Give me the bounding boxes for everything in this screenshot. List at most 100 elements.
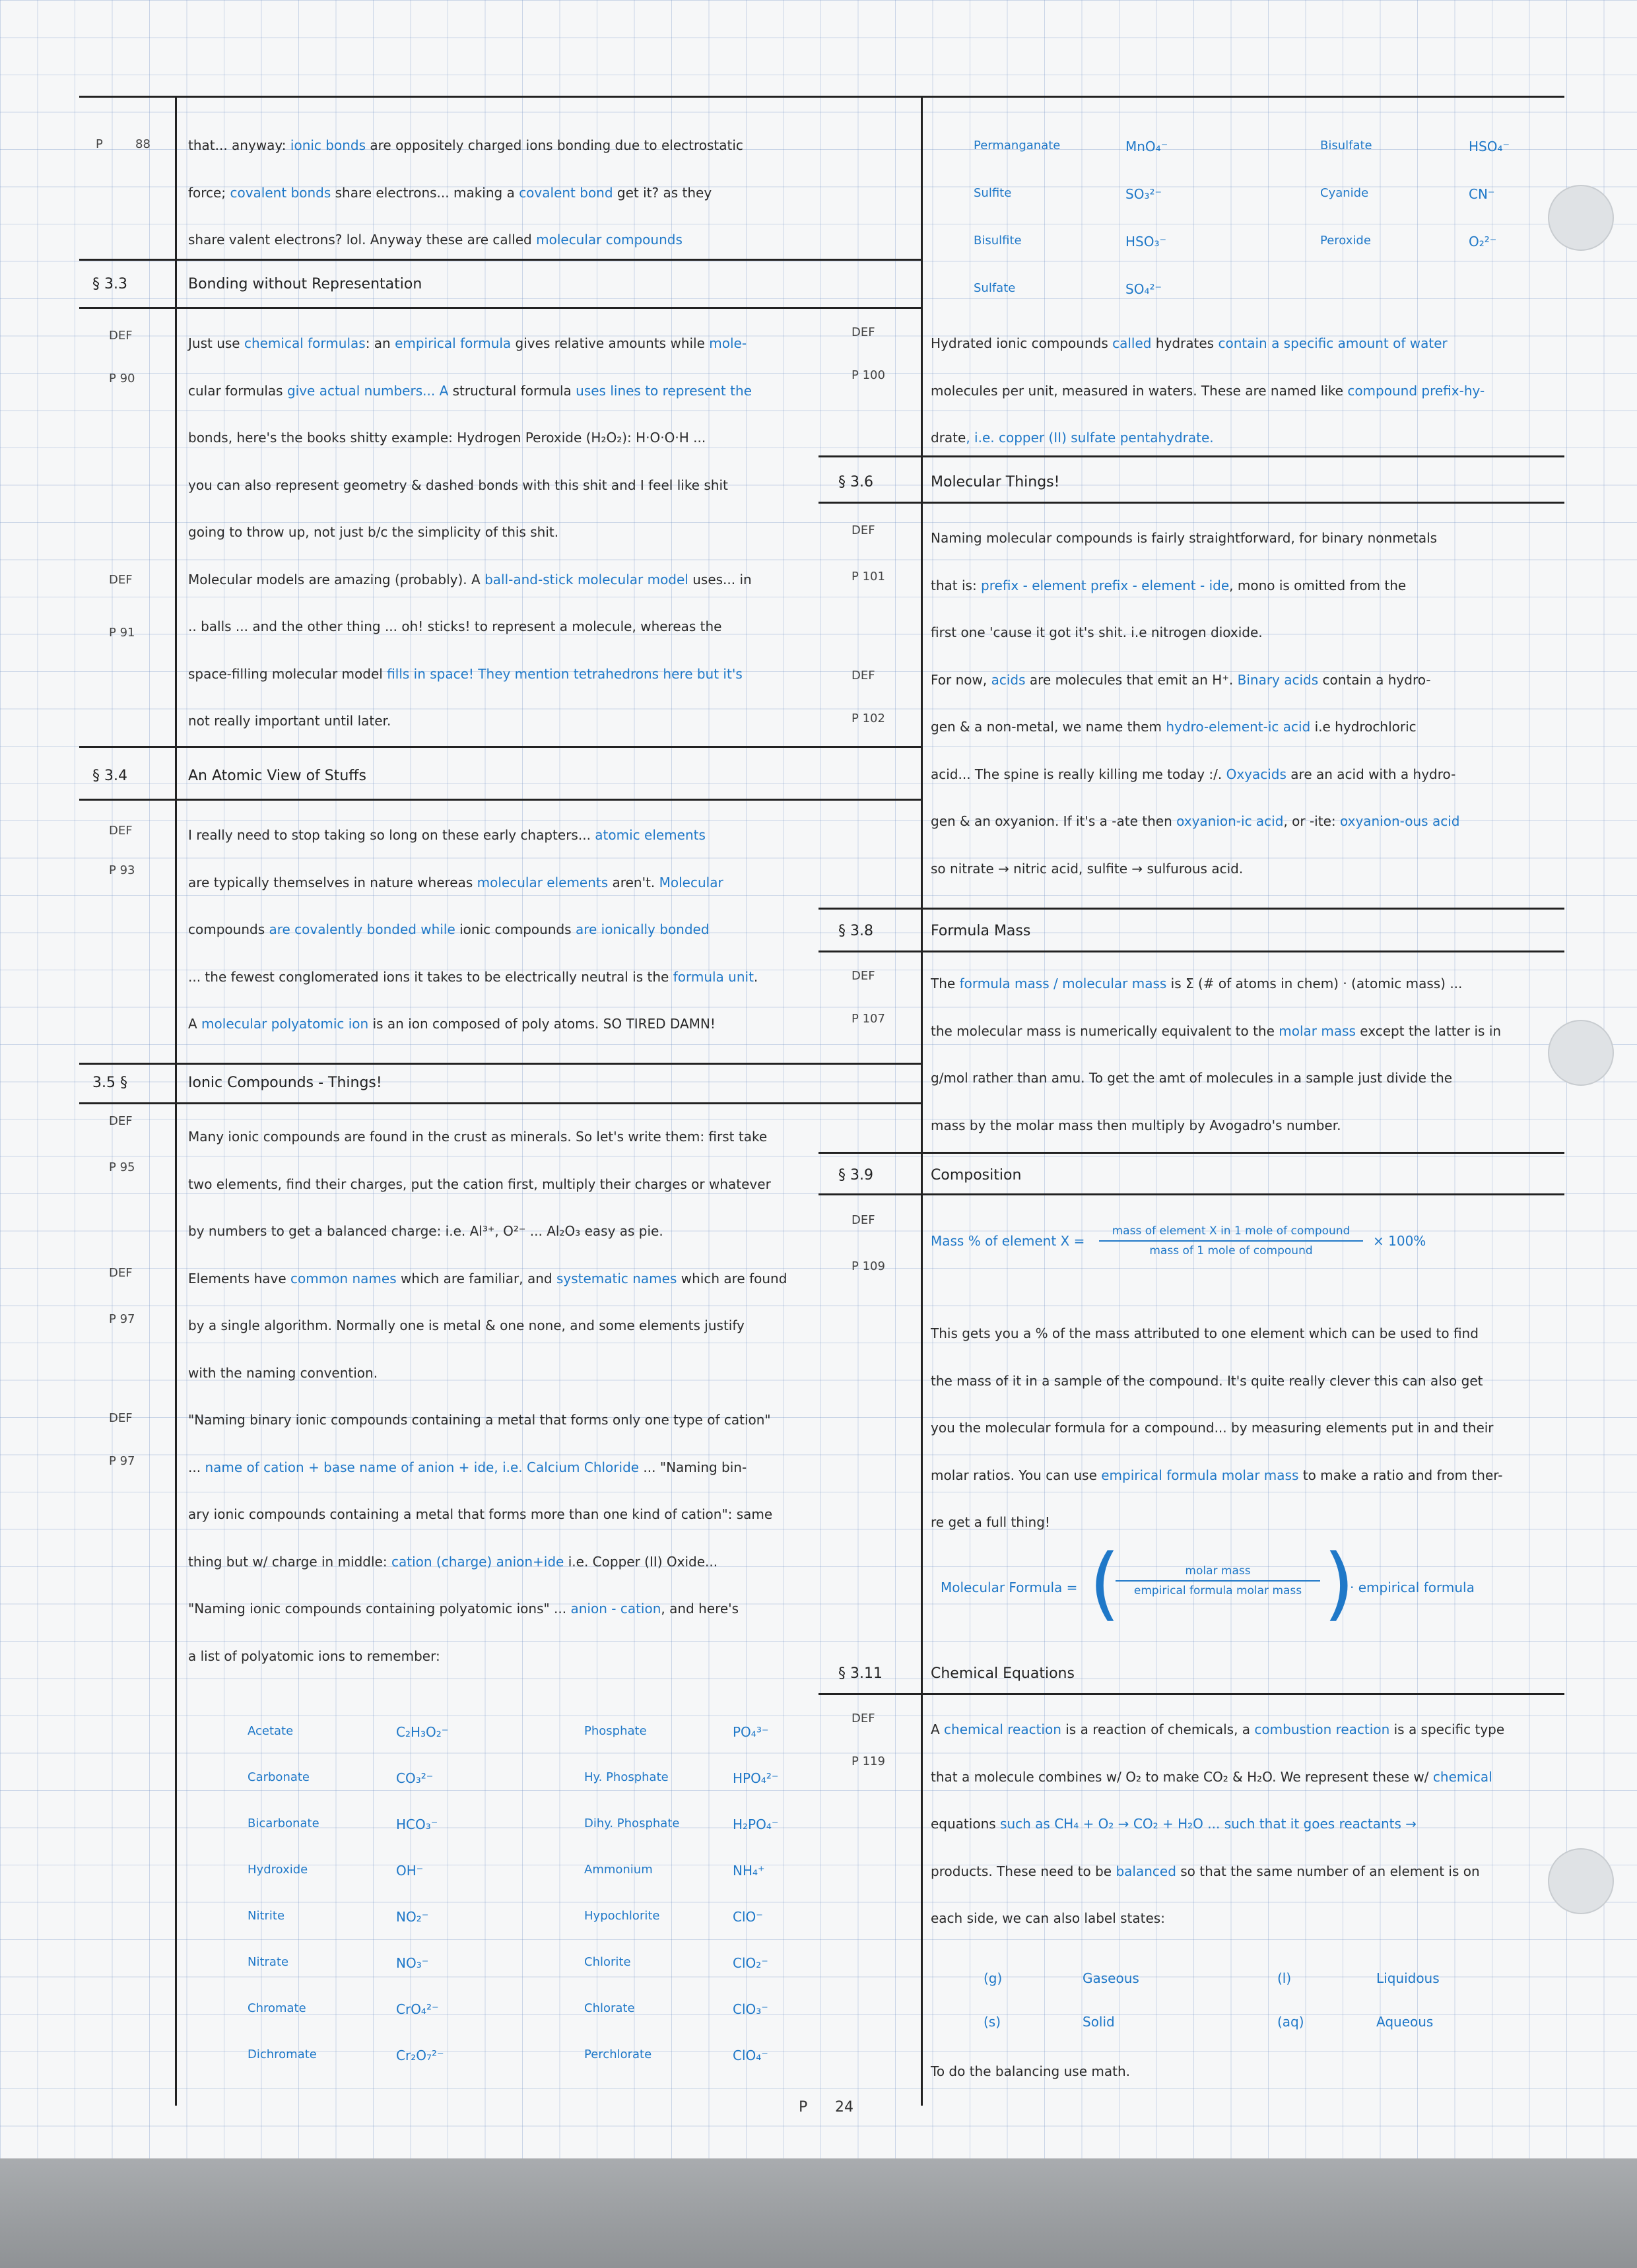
mass-percent-label: Mass % of element X =	[931, 1233, 1085, 1249]
ion-formula: NO₂⁻	[396, 1909, 429, 1925]
section-title: Molecular Things!	[931, 474, 1060, 490]
section-title: Chemical Equations	[931, 1665, 1075, 1682]
ion-name: Permanganate	[974, 139, 1061, 152]
ion-formula: NH₄⁺	[733, 1863, 765, 1879]
note-text: thing but w/ charge in middle:	[188, 1553, 391, 1570]
margin-tag: P 97	[109, 1312, 135, 1326]
note-line: re get a full thing!	[931, 1516, 1050, 1529]
note-text: "Naming ionic compounds containing polya…	[188, 1601, 571, 1617]
note-text: so nitrate → nitric acid, sulfite → sulf…	[931, 860, 1244, 877]
note-text: molecules per unit, measured in waters. …	[931, 382, 1348, 399]
note-line: that... anyway: ionic bonds are opposite…	[188, 139, 743, 152]
margin-tag: P 107	[852, 1012, 885, 1026]
highlighted-term: common names	[290, 1270, 397, 1286]
note-text: gives relative amounts while	[511, 335, 710, 351]
note-text: A	[188, 1016, 202, 1032]
note-text: going to throw up, not just b/c the simp…	[188, 524, 559, 540]
molecular-formula-label: Molecular Formula =	[941, 1580, 1078, 1595]
note-line: each side, we can also label states:	[931, 1912, 1165, 1925]
note-line: products. These need to be balanced so t…	[931, 1865, 1480, 1878]
highlighted-term: Molecular	[659, 874, 723, 890]
ion-formula: ClO⁻	[733, 1909, 763, 1925]
highlighted-term: oxyanion-ic acid	[1176, 813, 1284, 829]
note-line: first one 'cause it got it's shit. i.e n…	[931, 626, 1263, 639]
note-line: equations such as CH₄ + O₂ → CO₂ + H₂O .…	[931, 1817, 1417, 1830]
note-text: are molecules that emit an H⁺.	[1025, 671, 1238, 688]
highlighted-term: molecular elements	[477, 874, 609, 890]
note-text: structural formula	[452, 382, 572, 399]
note-text: re get a full thing!	[931, 1514, 1050, 1530]
ion-formula: SO₄²⁻	[1125, 281, 1162, 297]
highlighted-term: systematic names	[556, 1270, 677, 1286]
margin-tag: DEF	[109, 1411, 133, 1425]
column-divider	[921, 96, 923, 2106]
note-text: .. balls ... and the other thing ... oh!…	[188, 618, 722, 634]
section-number: § 3.4	[92, 768, 127, 784]
fraction-denominator: mass of 1 mole of compound	[1149, 1244, 1313, 1257]
note-text: contain a hydro-	[1318, 671, 1431, 688]
binder-hole	[1548, 1848, 1614, 1914]
note-line: acid... The spine is really killing me t…	[931, 768, 1455, 781]
note-text: each side, we can also label states:	[931, 1910, 1165, 1926]
highlighted-term: formula unit	[673, 968, 754, 985]
note-text: to make a ratio and from ther-	[1298, 1467, 1503, 1483]
state-symbol: (aq)	[1277, 2014, 1304, 2030]
highlighted-term: combustion reaction	[1254, 1721, 1390, 1737]
note-line: with the naming convention.	[188, 1366, 378, 1380]
state-name: Aqueous	[1376, 2014, 1434, 2030]
note-line: "Naming ionic compounds containing polya…	[188, 1602, 739, 1615]
note-text: get it? as they	[613, 184, 712, 201]
section-rule	[818, 502, 1564, 504]
section-rule	[79, 799, 921, 801]
note-text: Naming molecular compounds is fairly str…	[931, 530, 1438, 546]
section-title: An Atomic View of Stuffs	[188, 768, 366, 784]
margin-tag: DEF	[852, 969, 875, 983]
note-text: is a specific type	[1389, 1721, 1505, 1737]
section-rule	[818, 908, 1564, 910]
fraction-denominator: empirical formula molar mass	[1133, 1584, 1302, 1597]
highlighted-term: prefix - element prefix - element - ide	[981, 577, 1230, 593]
margin-tag: DEF	[852, 669, 875, 683]
note-line: gen & an oxyanion. If it's a -ate then o…	[931, 815, 1459, 828]
highlighted-term: molecular compounds	[536, 232, 683, 248]
ion-formula: CO₃²⁻	[396, 1770, 434, 1786]
section-rule	[79, 307, 921, 309]
highlighted-term: chemical reaction	[944, 1721, 1061, 1737]
ion-formula: HPO₄²⁻	[733, 1770, 779, 1786]
note-line: Elements have common names which are fam…	[188, 1272, 787, 1285]
ion-name: Dihy. Phosphate	[584, 1817, 680, 1830]
note-text: the mass of it in a sample of the compou…	[931, 1372, 1483, 1389]
note-line: mass by the molar mass then multiply by …	[931, 1119, 1341, 1132]
ion-formula: HCO₃⁻	[396, 1817, 438, 1832]
highlighted-term: ball-and-stick molecular model	[484, 571, 688, 587]
note-text: that... anyway:	[188, 137, 290, 153]
highlighted-term: empirical formula molar mass	[1101, 1467, 1299, 1483]
ion-formula: HSO₃⁻	[1125, 234, 1167, 250]
highlighted-term: cation (charge) anion+ide	[391, 1553, 564, 1570]
note-text: a list of polyatomic ions to remember:	[188, 1648, 440, 1664]
note-text: cular formulas	[188, 382, 283, 399]
note-line: For now, acids are molecules that emit a…	[931, 673, 1431, 686]
highlighted-term: covalent bonds	[230, 184, 331, 201]
note-line: molar ratios. You can use empirical form…	[931, 1469, 1502, 1482]
note-text: which are found	[677, 1270, 787, 1286]
highlighted-term: ionic bonds	[290, 137, 366, 153]
ion-formula: Cr₂O₇²⁻	[396, 2048, 444, 2063]
ion-name: Perchlorate	[584, 2048, 652, 2061]
section-rule	[79, 746, 921, 748]
margin-tag: DEF	[109, 1114, 133, 1128]
section-number: 3.5 §	[92, 1075, 127, 1091]
highlighted-term: chemical formulas	[244, 335, 366, 351]
note-line: force; covalent bonds share electrons...…	[188, 186, 712, 199]
note-line: that a molecule combines w/ O₂ to make C…	[931, 1770, 1492, 1784]
note-line: not really important until later.	[188, 714, 391, 727]
note-line: gen & a non-metal, we name them hydro-el…	[931, 720, 1417, 733]
highlighted-term: balanced	[1116, 1863, 1176, 1879]
highlighted-term: molecular polyatomic ion	[201, 1016, 369, 1032]
note-text: you the molecular formula for a compound…	[931, 1420, 1494, 1436]
note-text: by a single algorithm. Normally one is m…	[188, 1317, 745, 1333]
ion-formula: O₂²⁻	[1469, 234, 1497, 250]
ion-name: Chlorate	[584, 2001, 635, 2015]
note-line: share valent electrons? lol. Anyway thes…	[188, 233, 683, 246]
